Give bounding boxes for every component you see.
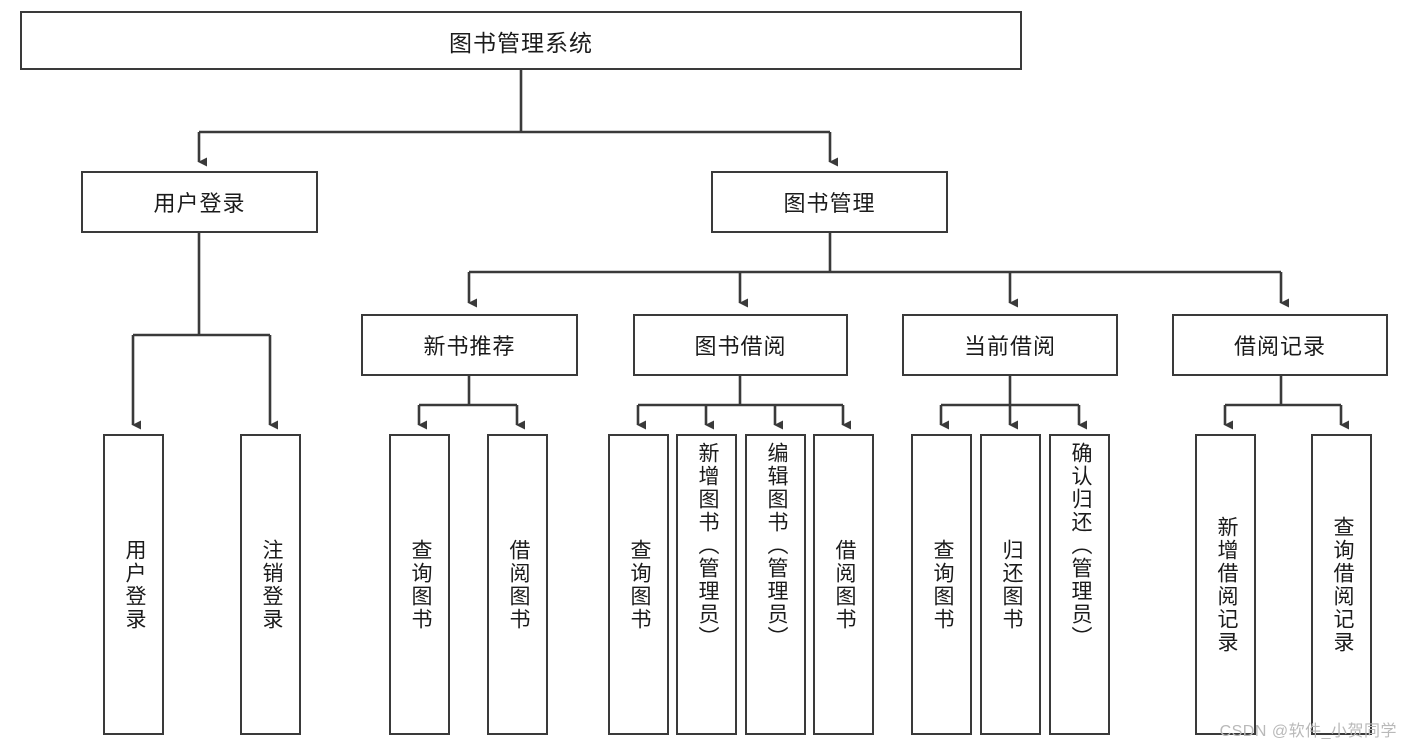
leaf-label: 查询图书: [408, 538, 432, 631]
leaf-label: 查询图书: [627, 538, 651, 631]
leaf-record-query-record[interactable]: 查询借阅记录: [1311, 434, 1372, 735]
leaf-label: 新增图书（管理员）: [695, 442, 719, 649]
node-book-management[interactable]: 图书管理: [711, 171, 948, 233]
leaf-label: 编辑图书（管理员）: [764, 442, 788, 649]
leaf-label: 归还图书: [999, 538, 1023, 631]
node-borrow-record[interactable]: 借阅记录: [1172, 314, 1388, 376]
node-new-book-recommend[interactable]: 新书推荐: [361, 314, 578, 376]
leaf-recommend-borrow-book[interactable]: 借阅图书: [487, 434, 548, 735]
node-current-borrow[interactable]: 当前借阅: [902, 314, 1118, 376]
node-root-system[interactable]: 图书管理系统: [20, 11, 1022, 70]
leaf-user-login-logout[interactable]: 注销登录: [240, 434, 301, 735]
leaf-recommend-query-book[interactable]: 查询图书: [389, 434, 450, 735]
leaf-borrow-borrow-book[interactable]: 借阅图书: [813, 434, 874, 735]
leaf-label: 查询借阅记录: [1330, 515, 1354, 654]
leaf-label: 借阅图书: [506, 538, 530, 631]
leaf-label: 确认归还（管理员）: [1068, 442, 1092, 649]
node-user-login[interactable]: 用户登录: [81, 171, 318, 233]
leaf-label: 注销登录: [259, 538, 283, 631]
leaf-label: 新增借阅记录: [1214, 515, 1238, 654]
leaf-borrow-query-book[interactable]: 查询图书: [608, 434, 669, 735]
leaf-user-login-login[interactable]: 用户登录: [103, 434, 164, 735]
leaf-current-query-book[interactable]: 查询图书: [911, 434, 972, 735]
leaf-label: 查询图书: [930, 538, 954, 631]
leaf-record-add-record[interactable]: 新增借阅记录: [1195, 434, 1256, 735]
leaf-borrow-add-book-admin[interactable]: 新增图书（管理员）: [676, 434, 737, 735]
leaf-label: 用户登录: [122, 538, 146, 631]
leaf-label: 借阅图书: [832, 538, 856, 631]
leaf-borrow-edit-book-admin[interactable]: 编辑图书（管理员）: [745, 434, 806, 735]
leaf-current-confirm-return-admin[interactable]: 确认归还（管理员）: [1049, 434, 1110, 735]
leaf-current-return-book[interactable]: 归还图书: [980, 434, 1041, 735]
node-book-borrow[interactable]: 图书借阅: [633, 314, 848, 376]
